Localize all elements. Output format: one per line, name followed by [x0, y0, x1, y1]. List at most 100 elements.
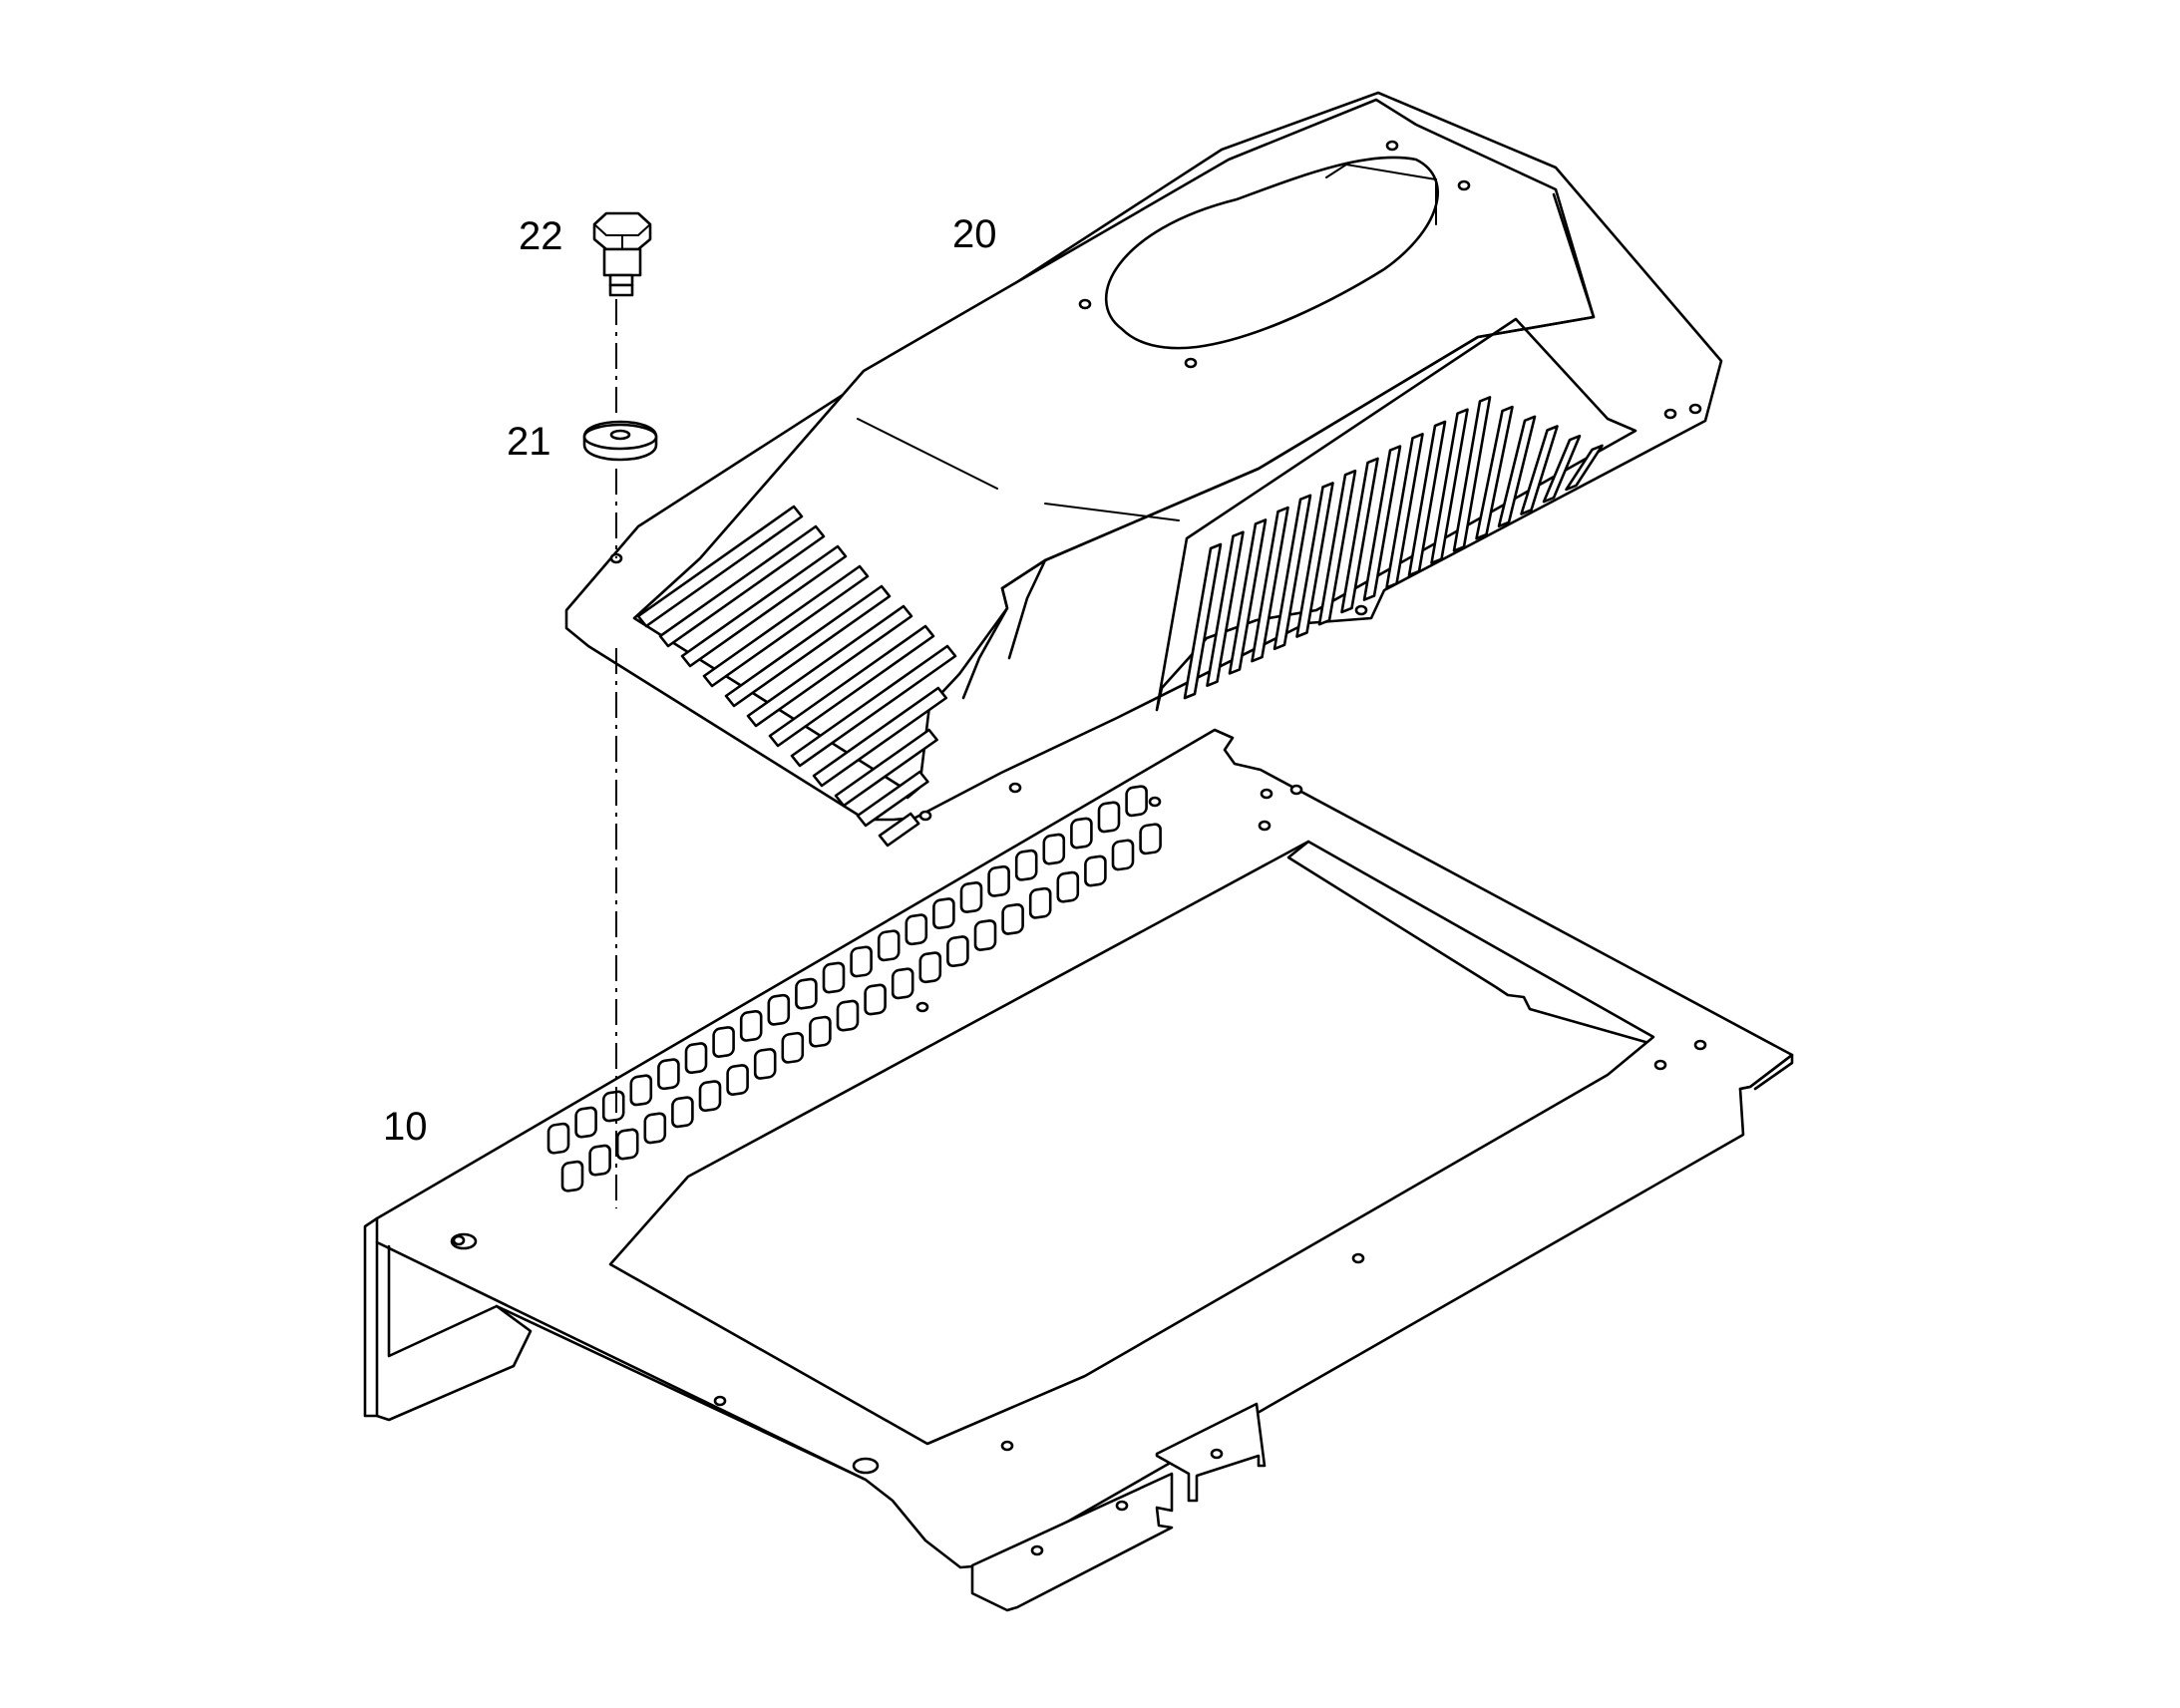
frame-hole — [1030, 1544, 1044, 1556]
frame-slot-lower — [781, 1031, 805, 1064]
cover-side-slot — [1228, 518, 1268, 675]
frame-slot-lower — [809, 1015, 832, 1048]
frame-hole — [1000, 1440, 1014, 1452]
cover-holes — [609, 140, 1702, 822]
frame-slot-upper — [546, 1122, 570, 1155]
cover-hole — [1457, 179, 1471, 191]
frame-slot-upper — [905, 913, 928, 946]
frame-slot-upper — [959, 881, 983, 913]
frame-slot-upper — [684, 1042, 708, 1075]
frame-slot-lower — [753, 1047, 777, 1080]
cover-side-slot — [1251, 506, 1289, 663]
frame-slot-lower — [588, 1144, 611, 1177]
cover-side-slot — [1385, 433, 1424, 589]
frame-slot-upper — [629, 1074, 653, 1107]
cover-front-slot — [658, 524, 826, 648]
cover-front-slot — [636, 505, 804, 628]
frame-slot-lower — [726, 1064, 749, 1096]
frame-slot-lower — [560, 1160, 584, 1193]
frame-hole — [1148, 796, 1162, 808]
frame-slot-upper — [601, 1090, 625, 1123]
frame-slot-upper — [795, 977, 818, 1010]
bolt-head — [592, 211, 652, 251]
frame-slot-lower — [1028, 886, 1052, 919]
frame-part — [363, 728, 1794, 1612]
cover-side-slot — [1407, 420, 1447, 577]
frame-hole — [1210, 1448, 1224, 1460]
frame-hole — [1260, 788, 1273, 800]
callout-20: 20 — [952, 212, 997, 256]
cover-front-slot — [746, 604, 913, 728]
cover-front-slot — [724, 584, 892, 708]
frame-slot-lower — [1111, 839, 1135, 871]
frame-slot-hole — [852, 1457, 880, 1475]
cover-side-slot — [1565, 444, 1604, 492]
cover-hole — [1663, 408, 1677, 420]
frame-slot-upper — [574, 1106, 597, 1139]
cover-hole — [1385, 140, 1399, 152]
cover-front-slot — [680, 544, 848, 668]
frame-hole — [1653, 1059, 1667, 1071]
cover-side-slot — [1475, 405, 1514, 540]
frame-slot-upper — [877, 929, 901, 962]
frame-hole — [1289, 784, 1303, 796]
frame-hole — [713, 1395, 727, 1407]
frame-slot-lower — [891, 967, 914, 1000]
frame-slot-upper — [822, 961, 846, 994]
frame-slot-upper — [1014, 849, 1038, 881]
frame-slot-upper — [1042, 833, 1066, 865]
callout-22: 22 — [519, 214, 563, 258]
frame-hole — [1351, 1252, 1365, 1264]
cover-front-slot — [834, 728, 938, 808]
frame-slot-lower — [946, 935, 969, 968]
cover-front-slot — [878, 812, 920, 848]
cover-side-slot — [1295, 482, 1334, 638]
frame-hole — [452, 1234, 466, 1246]
cover-part — [564, 91, 1723, 848]
frame-slot-lower — [643, 1112, 667, 1145]
frame-slot-upper — [850, 945, 873, 978]
frame-slot-hole — [450, 1232, 478, 1250]
frame-slot-upper — [657, 1058, 680, 1091]
cover-side-slot — [1362, 445, 1402, 601]
callout-21: 21 — [507, 420, 551, 464]
cover-front-slot — [856, 770, 929, 828]
cover-side-slot — [1542, 434, 1582, 504]
cover-side-vent-slots — [1183, 396, 1604, 700]
frame-opening — [608, 840, 1655, 1446]
frame-slot-upper — [767, 993, 791, 1026]
frame-slot-lower — [1001, 902, 1024, 935]
frame-hole — [1115, 1500, 1129, 1512]
cover-hole — [918, 810, 932, 822]
frame-slot-lower — [671, 1096, 694, 1129]
cover-side-slot — [1183, 542, 1223, 700]
bolt-part — [592, 211, 652, 297]
frame-front-fold — [375, 1240, 533, 1422]
cover-side-slot — [1497, 415, 1537, 528]
cover-front-slot — [702, 564, 870, 688]
cover-oval-opening — [1104, 156, 1439, 350]
cover-front-vent-slots — [636, 505, 957, 848]
cover-side-slot — [1206, 530, 1245, 687]
frame-slot-upper — [1070, 817, 1093, 850]
frame-slot-upper — [1125, 785, 1148, 818]
frame-slot-lower — [836, 999, 860, 1032]
callout-10: 10 — [383, 1105, 428, 1149]
cover-side-slot — [1430, 408, 1469, 564]
cover-hole — [1008, 782, 1022, 794]
cover-side-slot — [1520, 425, 1559, 515]
frame-hole — [1693, 1039, 1707, 1051]
cover-side-slot — [1340, 457, 1379, 614]
frame-slot-lower — [1084, 854, 1107, 887]
frame-slot-lower — [864, 983, 887, 1016]
cover-side-slot — [1317, 469, 1357, 626]
frame-vent-slots — [546, 785, 1162, 1193]
frame-slot-lower — [918, 951, 942, 984]
cover-side-slot — [1272, 494, 1312, 651]
cover-side-slot — [1452, 396, 1492, 552]
frame-slot-lower — [1056, 870, 1080, 903]
bolt-collar — [602, 247, 642, 277]
frame-slot-upper — [712, 1026, 735, 1058]
cover-hole — [1354, 604, 1368, 616]
